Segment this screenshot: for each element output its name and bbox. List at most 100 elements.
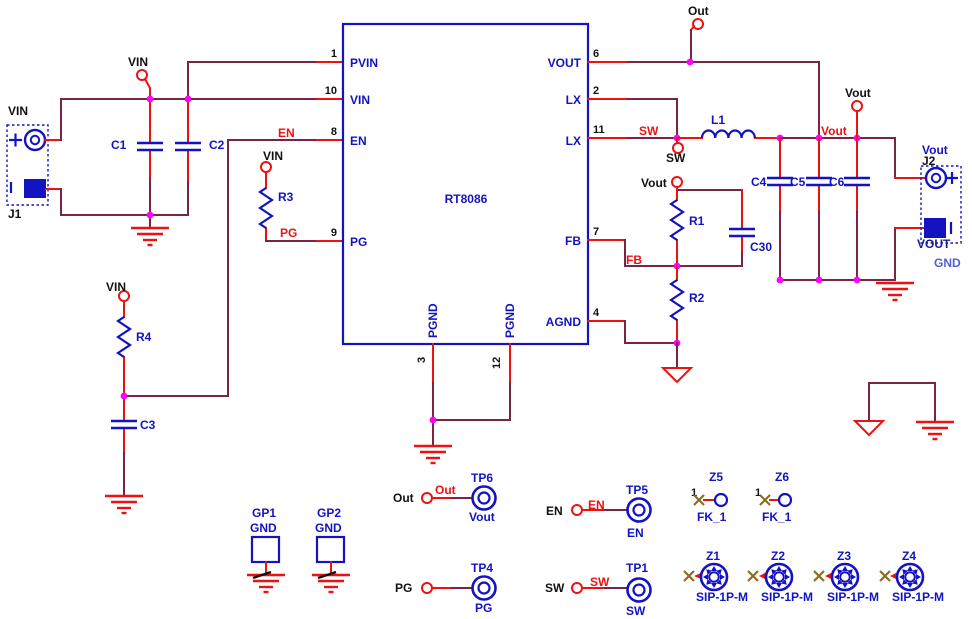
r4-resistor	[116, 315, 132, 359]
testpoint-tp6: Out Out TP6 Vout	[393, 471, 497, 524]
output-connector-j2: Vout J2 VOUT GND	[874, 137, 962, 302]
pin-name-vout: VOUT	[548, 56, 582, 70]
r3-refdes: R3	[278, 190, 294, 204]
agnd-symbol	[854, 420, 884, 436]
en-wires	[123, 139, 318, 397]
vout-wire	[627, 61, 820, 139]
vout-net-label: Vout	[821, 124, 847, 138]
pin-name-lx2: LX	[566, 93, 581, 107]
pin-name-fb: FB	[565, 234, 581, 248]
tp1-ring	[626, 577, 652, 603]
tp5-wire-end	[571, 504, 583, 516]
plus-polarity-icon	[946, 172, 958, 184]
z5-pad	[713, 492, 729, 508]
pin-number-3: 3	[416, 357, 428, 363]
r1-resistor	[669, 198, 685, 242]
j2-ground-pad	[924, 218, 946, 238]
tp6-refdes: TP6	[471, 471, 493, 485]
z6-pin1-label: 1	[755, 487, 761, 499]
tp5-net-name: EN	[546, 504, 563, 518]
r1-refdes: R1	[689, 214, 705, 228]
agnd-wire	[624, 320, 678, 344]
r2-resistor	[669, 278, 685, 322]
vin-testpoint-r3	[260, 161, 272, 173]
junction-dot	[429, 416, 437, 424]
j2-pos-label: VOUT	[917, 237, 951, 251]
testpoint-tp5: EN EN TP5 EN	[546, 483, 652, 540]
tp6-net-name: Out	[393, 491, 414, 505]
z4-arrow	[890, 572, 897, 580]
vout-testpoint-fb	[671, 176, 683, 188]
lx-wires	[627, 98, 678, 139]
vout-testpoint	[851, 100, 863, 112]
tp4-net-name: PG	[395, 581, 412, 595]
junction-dot	[146, 211, 154, 219]
tp5-net-label: EN	[588, 498, 605, 512]
r3-resistor	[258, 186, 274, 230]
sw-testpoint-label: SW	[666, 151, 686, 165]
gp1-net-label: GND	[250, 521, 277, 535]
z6-refdes: Z6	[775, 470, 789, 484]
j1-refdes: J1	[8, 207, 22, 221]
en-net-label: EN	[278, 126, 295, 140]
c6-capacitor	[842, 176, 872, 187]
j1-pin-stubs	[44, 139, 62, 190]
ic-rt8086: RT8086 PVIN VIN EN PG VOUT LX LX FB AGND…	[325, 22, 605, 369]
pin-name-lx11: LX	[566, 134, 581, 148]
tp6-net-label: Out	[435, 483, 456, 497]
pin-number-10: 10	[325, 85, 337, 97]
junction-dot	[184, 95, 192, 103]
z3-refdes: Z3	[837, 549, 851, 563]
no-connect-icon	[682, 569, 696, 583]
lx-stubs	[587, 98, 629, 139]
r4-refdes: R4	[136, 330, 152, 344]
r2-refdes: R2	[689, 291, 705, 305]
gp2-refdes: GP2	[317, 506, 341, 520]
out-testpoint-label: Out	[688, 4, 709, 18]
testpoint-tp4: PG TP4 PG	[395, 561, 497, 615]
en-rc-section: EN VIN R4 C3	[103, 126, 344, 515]
pg-pullup-section: VIN R3 PG	[258, 149, 344, 242]
z4-part-name: SIP-1P-M	[892, 590, 944, 604]
tp6-ring	[471, 485, 497, 511]
junction-dot	[146, 95, 154, 103]
j2-outline	[920, 165, 962, 244]
jumper-z6: Z6 1 FK_1	[755, 470, 793, 524]
z1-part-name: SIP-1P-M	[696, 590, 748, 604]
tp1-net-name: SW	[545, 581, 565, 595]
pin-number-11: 11	[593, 124, 605, 136]
z5-part-name: FK_1	[697, 510, 727, 524]
ground-symbol	[412, 444, 454, 465]
pin-number-9: 9	[331, 227, 337, 239]
pin-name-vin: VIN	[350, 93, 370, 107]
agnd-symbol	[662, 367, 692, 383]
pin-name-pgnd3: PGND	[426, 303, 440, 338]
ground-symbol	[914, 420, 956, 441]
input-connector-j1: VIN J1	[6, 104, 62, 221]
socket-z1: Z1 SIP-1P-M	[682, 549, 748, 604]
tp4-ring	[471, 575, 497, 601]
output-filter-section: Vout Vout C4 C5 C6	[751, 86, 896, 284]
fb-wire	[624, 239, 678, 267]
socket-z2: Z2 SIP-1P-M	[746, 549, 813, 604]
junction-dot	[853, 276, 861, 284]
c3-refdes: C3	[140, 418, 156, 432]
z6-part-name: FK_1	[762, 510, 792, 524]
z6-pad	[777, 492, 793, 508]
j2-net-label: Vout	[922, 143, 948, 157]
j1-jack-pin	[23, 128, 47, 152]
z1-socket	[699, 562, 729, 592]
pin-number-4: 4	[593, 307, 600, 319]
j2-refdes: J2	[922, 154, 936, 168]
j1-net-label: VIN	[8, 104, 28, 118]
j1-ground-pad	[24, 179, 46, 198]
switch-node-section: SW SW L1	[587, 98, 784, 165]
vout-testpoint-label: Vout	[845, 86, 871, 100]
junction-dot	[815, 276, 823, 284]
pin-name-pg: PG	[350, 235, 367, 249]
c30-refdes: C30	[750, 240, 772, 254]
pin-number-12: 12	[491, 357, 503, 369]
pg-net-label: PG	[280, 226, 297, 240]
c6-refdes: C6	[829, 175, 845, 189]
